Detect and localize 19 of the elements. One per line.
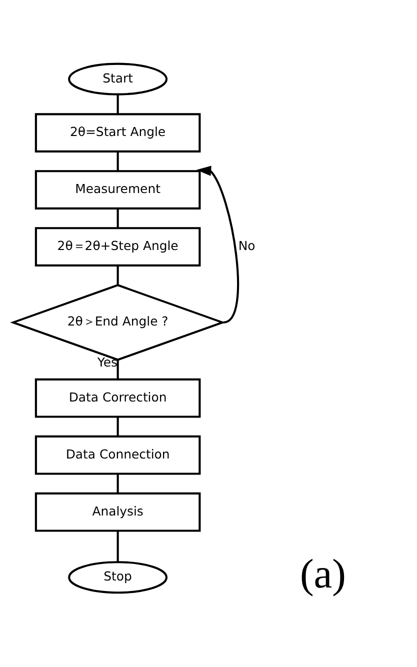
connector — [116, 359, 118, 379]
node-box: Data Correction — [34, 378, 200, 418]
connector — [116, 473, 118, 493]
node-ellipse: Start — [68, 62, 168, 95]
connector — [116, 416, 118, 436]
node-box: 2θ=Start Angle — [34, 112, 200, 152]
connector — [116, 530, 118, 562]
edge-label: No — [238, 238, 255, 253]
node-ellipse: Stop — [68, 560, 168, 594]
node-box: Measurement — [34, 170, 200, 209]
connector — [116, 208, 118, 228]
arrow — [196, 165, 239, 323]
node-box: Data Connection — [34, 434, 200, 474]
node-box: Analysis — [34, 492, 200, 532]
connector — [116, 265, 118, 284]
connector — [116, 94, 118, 114]
label: (a) — [299, 550, 346, 596]
connector — [116, 151, 118, 171]
node-box: 2θ＝2θ+Step Angle — [34, 226, 200, 266]
